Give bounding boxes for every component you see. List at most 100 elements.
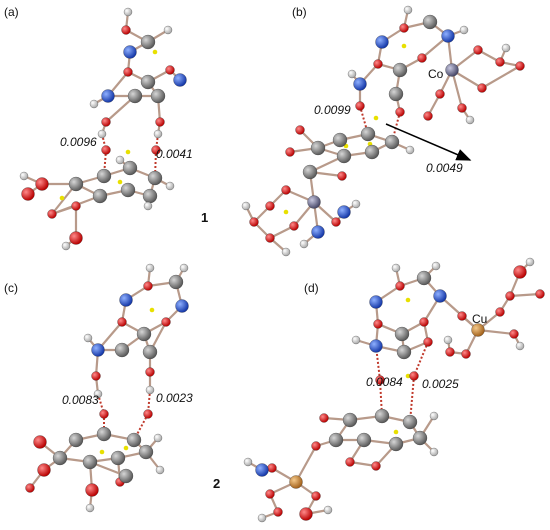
panel-a-label: (a) — [4, 5, 19, 19]
oxygen-atom — [505, 291, 515, 301]
ring-centroid — [123, 445, 129, 451]
carbon-atom — [384, 134, 400, 150]
nitrogen-atom — [441, 29, 455, 43]
panel-b-label: (b) — [292, 5, 307, 19]
carbon-atom — [360, 126, 376, 142]
carbon-atom — [68, 176, 84, 192]
oxygen-atom — [281, 185, 291, 195]
cobalt-label: Co — [428, 67, 444, 81]
compound-2-label: 2 — [213, 476, 220, 491]
oxygen-atom — [423, 111, 433, 121]
carbon-atom — [310, 140, 326, 156]
oxygen-atom — [457, 311, 467, 321]
cobalt-atom — [307, 195, 321, 209]
hydrogen-atom — [431, 261, 441, 271]
bond — [294, 444, 318, 484]
compound-1-label: 1 — [201, 210, 208, 225]
hydrogen-atom — [85, 503, 95, 513]
value-d-left: 0.0084 — [366, 375, 403, 389]
nitrogen-atom — [353, 77, 367, 91]
nitrogen-atom — [337, 205, 351, 219]
oxygen-atom — [117, 317, 127, 327]
value-a-right: 0.0041 — [156, 147, 193, 161]
oxygen-atom — [355, 101, 365, 111]
carbon-atom — [120, 182, 136, 198]
nitrogen-atom — [311, 225, 325, 239]
nitrogen-atom — [119, 293, 133, 307]
panel-d: (d) 0.0084 0.0025 Cu — [243, 257, 545, 523]
carbon-atom — [356, 432, 372, 448]
hydrogen-atom — [281, 247, 291, 257]
carbon-atom — [302, 164, 318, 180]
oxygen-atom — [295, 125, 305, 135]
hydrogen-atom — [165, 181, 175, 191]
carbon-atom — [96, 168, 112, 184]
ring-centroid — [373, 115, 379, 121]
direction-arrow — [385, 123, 472, 161]
hydrogen-atom — [19, 171, 29, 181]
panel-c: (c) 0.0083 0.0023 — [4, 263, 193, 513]
carbon-atom — [138, 444, 154, 460]
oxygen-atom — [273, 507, 283, 517]
carbon-atom — [328, 432, 344, 448]
hydrogen-atom — [243, 457, 253, 467]
oxygen-atom — [85, 483, 99, 497]
hydrogen-atom — [153, 433, 163, 443]
oxygen-atom — [91, 371, 101, 381]
hydrogen-atom — [515, 341, 525, 351]
oxygen-atom — [311, 491, 321, 501]
carbon-atom — [396, 344, 412, 360]
hydrogen-atom — [429, 447, 439, 457]
nitrogen-atom — [375, 35, 389, 49]
oxygen-atom — [165, 65, 175, 75]
value-c-right: 0.0023 — [156, 391, 193, 405]
hydrogen-atom — [123, 7, 133, 17]
oxygen-atom — [373, 319, 383, 329]
ring-centroid — [59, 195, 65, 201]
carbon-atom — [364, 144, 380, 160]
carbon-atom — [82, 454, 98, 470]
oxygen-atom — [69, 231, 83, 245]
oxygen-atom — [265, 233, 275, 243]
oxygen-atom — [337, 171, 347, 181]
carbon-atom — [416, 270, 432, 286]
oxygen-atom — [345, 457, 355, 467]
carbon-atom — [114, 342, 130, 358]
hydrogen-atom — [89, 99, 99, 109]
copper-atom — [471, 323, 485, 337]
molecule-b — [241, 5, 525, 257]
ring-centroid — [117, 179, 123, 185]
hydrogen-atom — [429, 411, 439, 421]
hydrogen-atom — [155, 465, 165, 475]
oxygen-atom — [535, 289, 545, 299]
hydrogen-atom — [347, 69, 357, 79]
carbon-atom — [127, 88, 143, 104]
oxygen-atom — [435, 89, 445, 99]
panel-a: (a) 0.0096 0.0041 — [4, 5, 193, 251]
panel-d-label: (d) — [304, 281, 319, 295]
hydrogen-atom — [391, 263, 401, 273]
carbon-atom — [388, 86, 404, 102]
cobalt-atom — [445, 63, 459, 77]
oxygen-atom — [399, 23, 409, 33]
oxygen-atom — [495, 57, 505, 67]
carbon-atom — [68, 432, 84, 448]
hydrogen-atom — [405, 145, 415, 155]
oxygen-atom — [161, 317, 171, 327]
nitrogen-atom — [369, 295, 383, 309]
oxygen-atom — [21, 187, 35, 201]
oxygen-atom — [417, 53, 427, 63]
hydrogen-atom — [323, 505, 333, 515]
oxygen-atom — [311, 441, 321, 451]
hydrogen-atom — [465, 115, 475, 125]
carbon-atom — [118, 468, 134, 484]
oxygen-atom — [37, 463, 51, 477]
carbon-atom — [388, 436, 404, 452]
ring-centroid — [405, 373, 411, 379]
oxygen-atom — [265, 201, 275, 211]
oxygen-atom — [299, 507, 313, 521]
copper-atom — [289, 475, 303, 489]
oxygen-atom — [35, 177, 49, 191]
carbon-atom — [342, 412, 358, 428]
ring-centroid — [283, 209, 289, 215]
